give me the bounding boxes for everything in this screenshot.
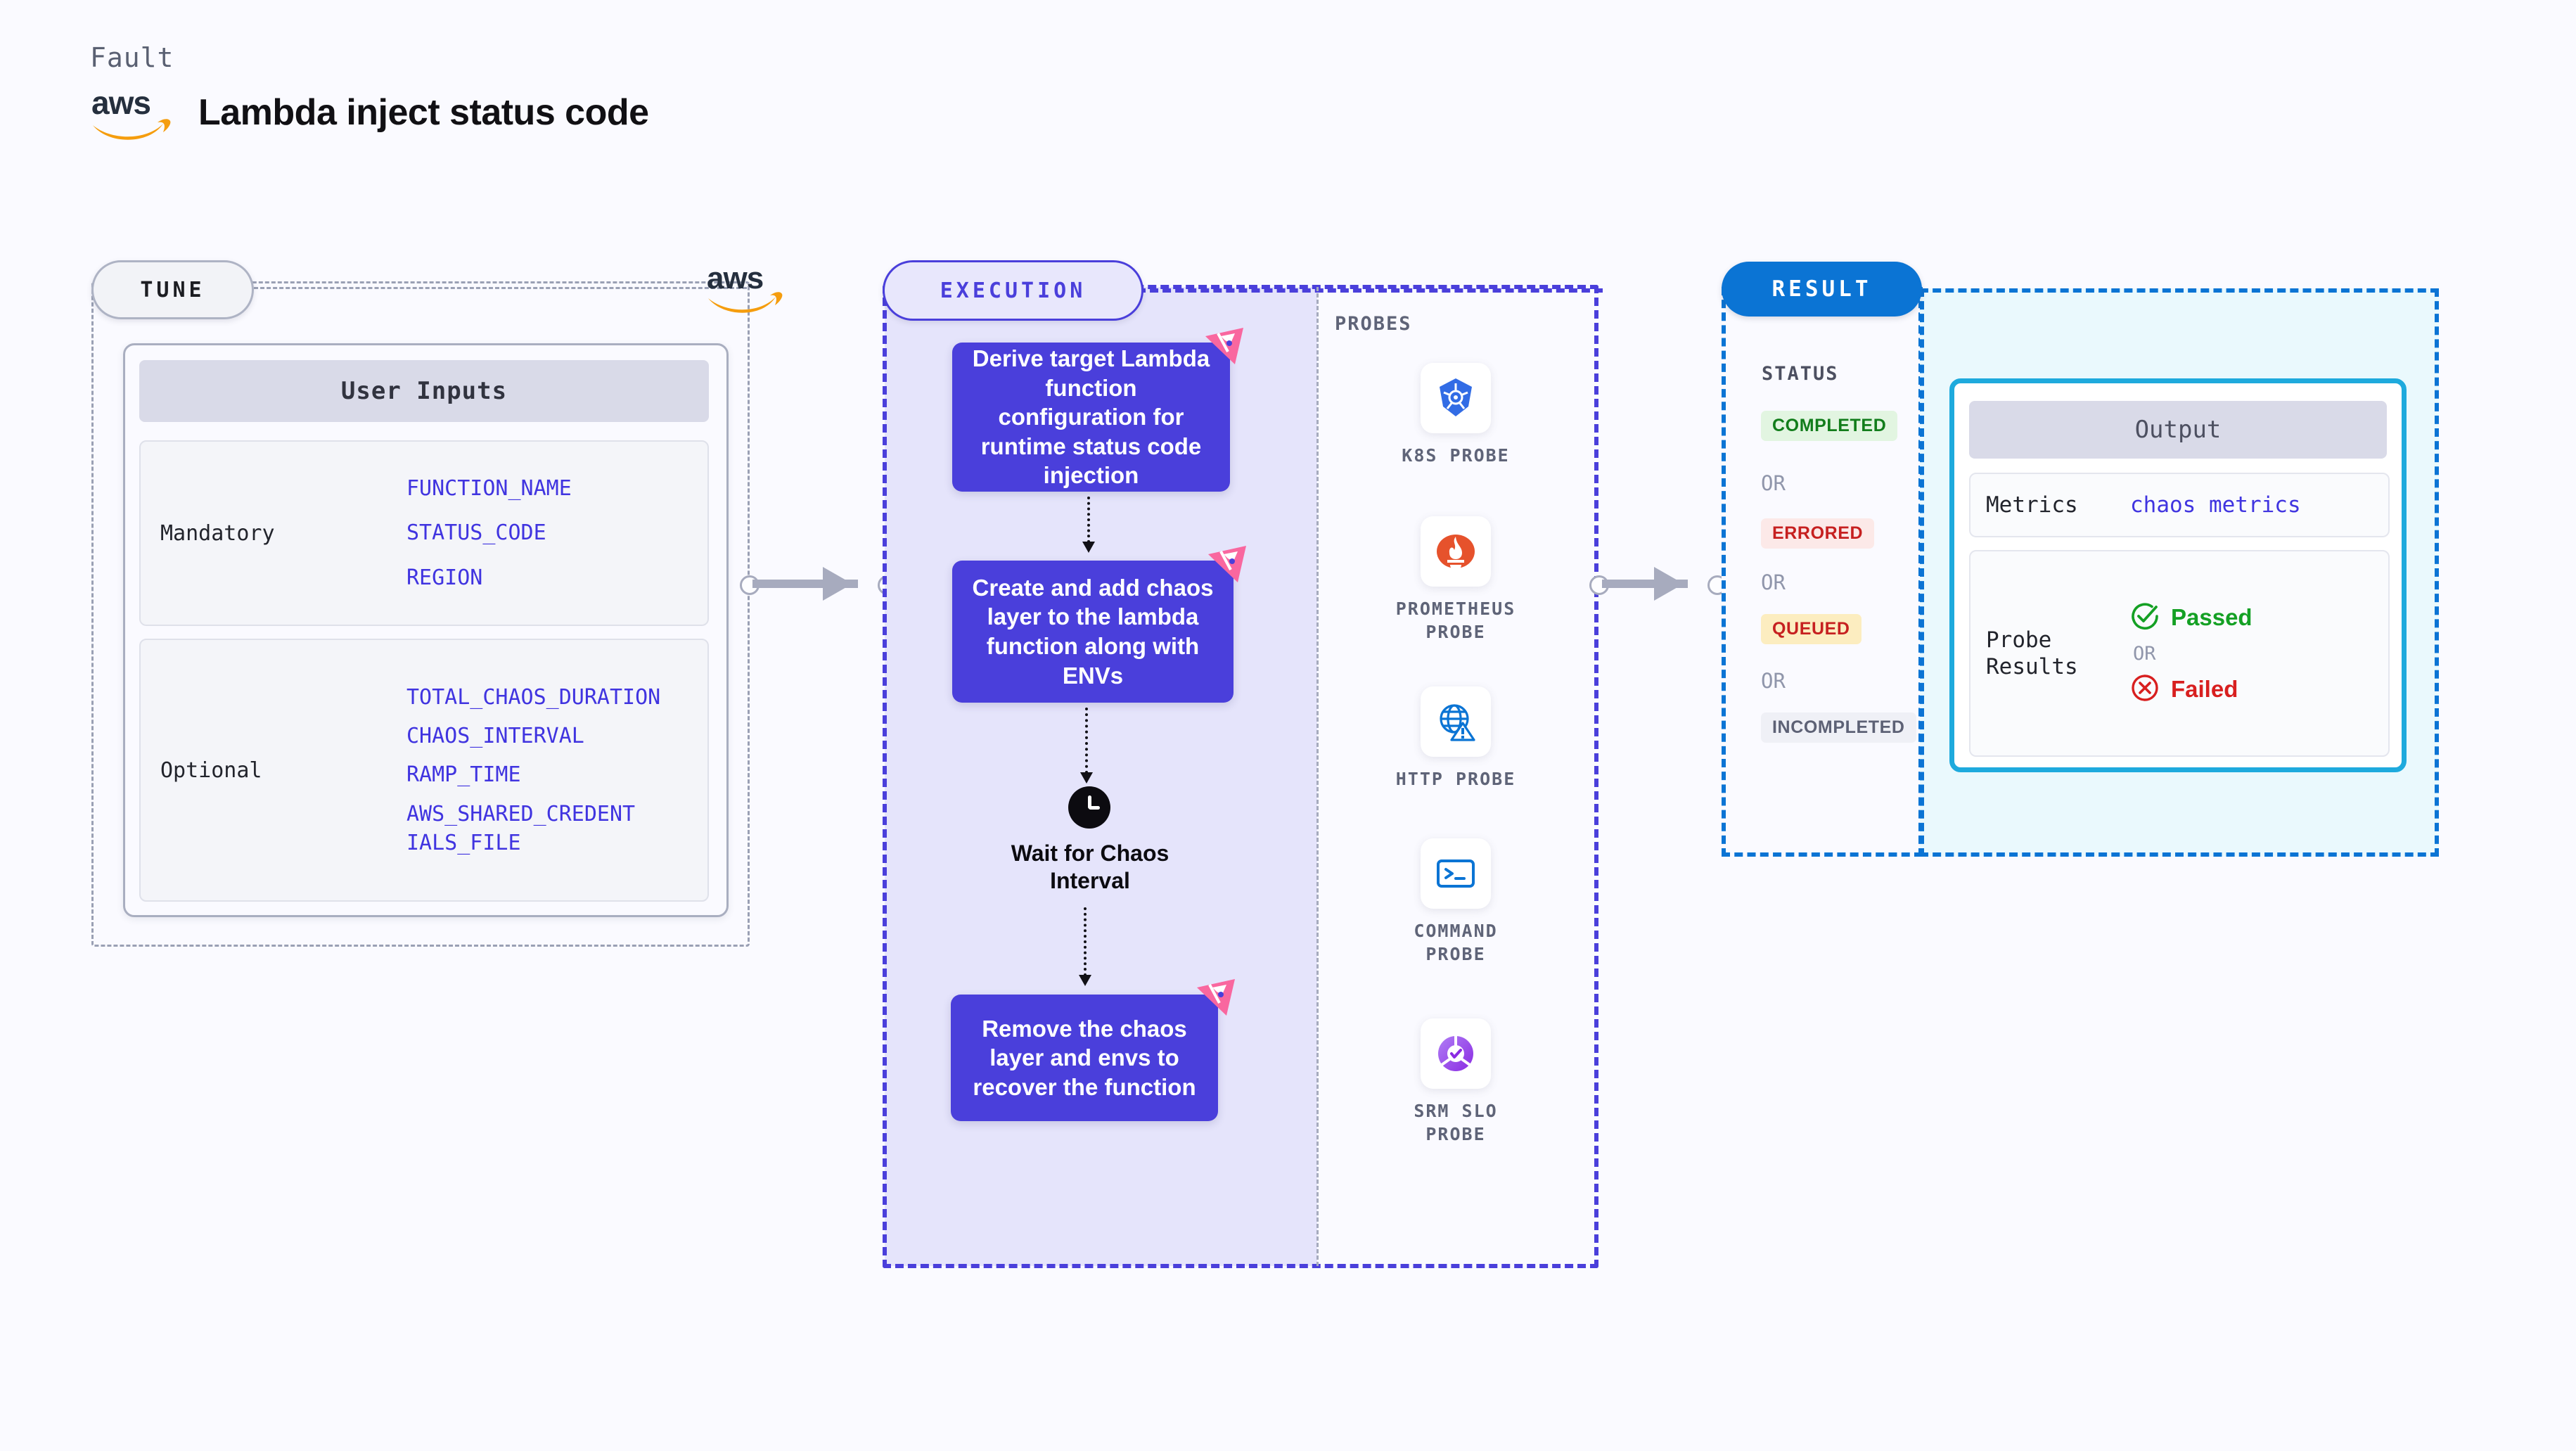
env-var: RAMP_TIME [406,762,521,788]
probe-item[interactable]: SRM SLO PROBE [1378,1018,1533,1146]
status-badge: QUEUED [1761,614,1861,644]
mandatory-var-list: FUNCTION_NAME STATUS_CODE REGION [406,466,707,600]
aws-logo-icon: aws [90,83,173,142]
or-separator: OR [1761,471,1786,495]
or-separator: OR [1761,570,1786,594]
terminal-icon [1421,838,1491,909]
execution-to-result-connector [1589,567,1727,601]
optional-var-list: TOTAL_CHAOS_DURATION CHAOS_INTERVAL RAMP… [406,678,707,863]
litmus-flag-icon [1207,546,1248,584]
probe-item[interactable]: K8S PROBE [1378,363,1533,468]
x-circle-icon [2130,673,2160,706]
tune-connector-line [248,287,747,289]
execution-connector-line [1137,288,1603,293]
probe-label: K8S PROBE [1402,445,1510,466]
flow-arrow [1079,907,1091,986]
srm-slo-icon [1421,1018,1491,1089]
status-label: STATUS [1762,363,1839,385]
globe-warning-icon [1421,686,1491,757]
probe-results-row: Probe Results Passed OR Failed [1969,550,2390,757]
page-title: Lambda inject status code [198,92,649,133]
execution-section-pill[interactable]: EXECUTION [883,260,1143,321]
env-var: TOTAL_CHAOS_DURATION [406,684,661,710]
probe-item[interactable]: COMMAND PROBE [1378,838,1533,966]
check-circle-icon [2130,601,2160,634]
user-inputs-title: User Inputs [139,360,709,422]
svg-text:aws: aws [91,84,150,121]
env-var: REGION [406,565,483,590]
result-zone [1722,287,1923,857]
metrics-row: Metrics chaos metrics [1969,473,2390,537]
optional-label: Optional [160,758,262,783]
wait-for-chaos-interval-label: Wait for Chaos Interval [1011,840,1170,894]
flow-arrow [1082,497,1095,553]
probes-divider [1316,287,1319,1266]
optional-inputs-group: Optional TOTAL_CHAOS_DURATION CHAOS_INTE… [139,639,709,902]
failed-label: Failed [2171,676,2238,702]
probe-label: COMMAND PROBE [1414,921,1498,964]
svg-text:aws: aws [707,261,763,295]
execution-zone [883,285,1598,1268]
probe-results-label: Probe Results [1986,627,2078,679]
probe-result-passed: Passed [2130,601,2253,634]
or-separator: OR [1761,669,1786,693]
prometheus-icon [1421,516,1491,587]
metrics-value: chaos metrics [2130,492,2301,518]
probe-label: HTTP PROBE [1395,769,1516,789]
metrics-label: Metrics [1986,492,2078,518]
output-title: Output [1969,401,2387,459]
tune-section-pill[interactable]: TUNE [91,260,254,319]
or-separator: OR [2133,642,2156,665]
litmus-flag-icon [1204,328,1245,366]
litmus-flag-icon [1196,979,1236,1017]
execution-step-box: Create and add chaos layer to the lambda… [952,561,1233,703]
probe-item[interactable]: PROMETHEUS PROBE [1378,516,1533,644]
status-badge: ERRORED [1761,518,1875,549]
result-section-pill[interactable]: RESULT [1722,262,1922,317]
mandatory-label: Mandatory [160,520,275,546]
env-var: AWS_SHARED_CREDENTIALS_FILE [406,801,636,856]
execution-step-box: Derive target Lambda function configurat… [952,343,1230,492]
status-badge: INCOMPLETED [1761,712,1916,743]
execution-step-box: Remove the chaos layer and envs to recov… [951,995,1218,1121]
fault-label: Fault [90,42,174,73]
tune-zone [91,281,750,947]
tune-to-execution-connector [740,567,897,601]
env-var: STATUS_CODE [406,520,546,546]
probe-result-failed: Failed [2130,673,2253,706]
env-var: FUNCTION_NAME [406,475,572,501]
aws-badge-icon: aws [707,259,784,315]
status-badge: COMPLETED [1761,411,1898,441]
mandatory-inputs-group: Mandatory FUNCTION_NAME STATUS_CODE REGI… [139,440,709,626]
env-var: CHAOS_INTERVAL [406,723,584,748]
probe-label: PROMETHEUS PROBE [1395,599,1516,642]
page-header: Fault aws Lambda inject status code [90,42,649,142]
kubernetes-icon [1421,363,1491,433]
probe-item[interactable]: HTTP PROBE [1378,686,1533,791]
probes-section-label: PROBES [1335,313,1412,335]
probe-label: SRM SLO PROBE [1414,1101,1498,1144]
passed-label: Passed [2171,604,2253,630]
clock-icon [1068,786,1110,829]
flow-arrow [1080,708,1093,784]
